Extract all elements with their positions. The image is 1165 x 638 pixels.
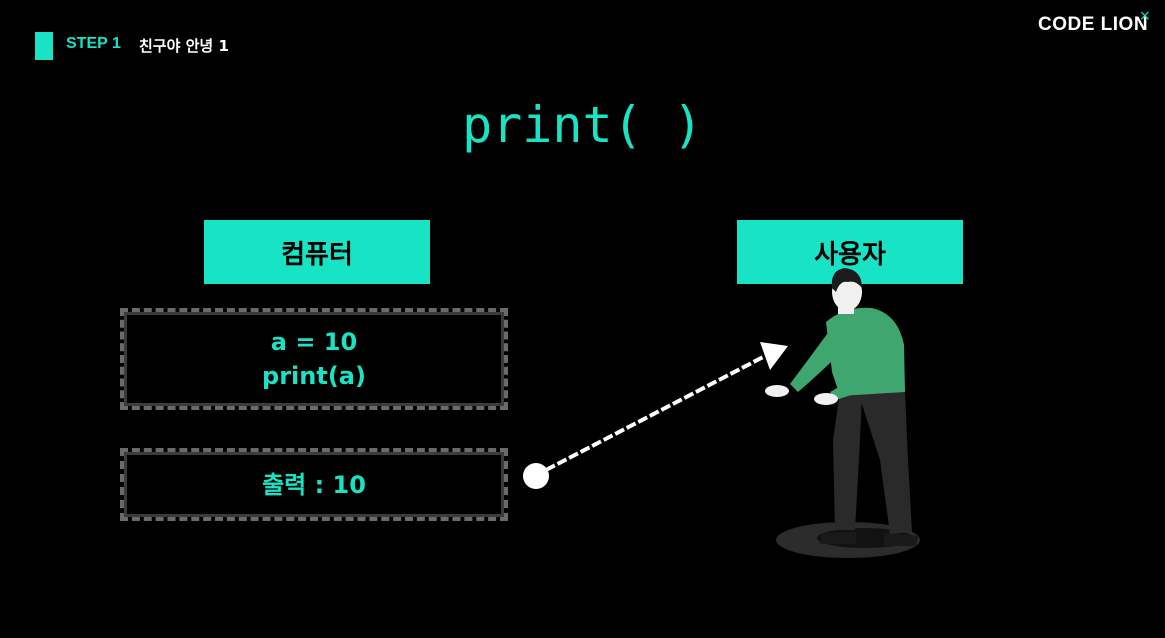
step-marker <box>35 32 53 60</box>
x-icon: × <box>1139 8 1151 24</box>
computer-label: 컴퓨터 <box>204 220 430 284</box>
output-box: 출력 : 10 <box>120 448 508 521</box>
output-text: 출력 : 10 <box>262 470 366 499</box>
brand-logo: CODE LION <box>1038 14 1149 35</box>
code-line: a = 10 <box>270 328 358 356</box>
code-line: print(a) <box>262 362 366 390</box>
code-box: a = 10 print(a) <box>120 308 508 410</box>
step-title: 친구야 안녕 1 <box>139 37 229 55</box>
person-illustration <box>765 268 920 558</box>
step-label: STEP 1 <box>66 35 121 52</box>
arrow-icon <box>523 342 788 489</box>
page-title: print( ) <box>462 96 703 154</box>
